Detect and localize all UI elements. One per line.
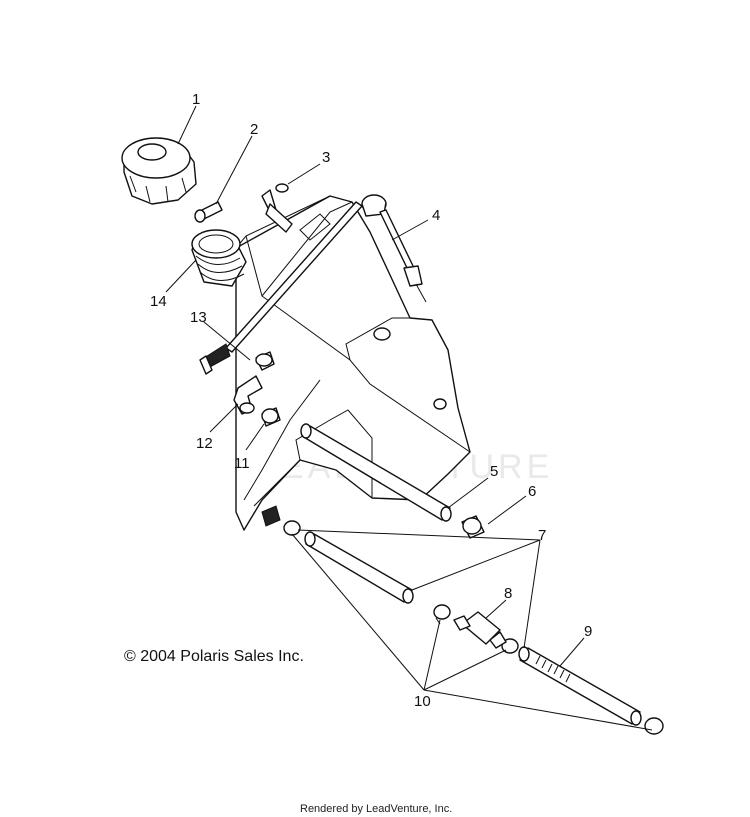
copyright-text: © 2004 Polaris Sales Inc. bbox=[124, 648, 304, 665]
callout-11: 11 bbox=[234, 455, 250, 472]
callout-3: 3 bbox=[322, 149, 330, 166]
fuel-cap bbox=[121, 137, 197, 205]
pin bbox=[194, 201, 223, 223]
callout-14: 14 bbox=[150, 293, 167, 310]
leader-lines bbox=[165, 105, 653, 731]
callout-labels: 1 2 3 4 5 6 7 8 9 10 11 12 13 14 bbox=[150, 91, 592, 710]
hose-7 bbox=[304, 531, 414, 604]
rendered-by-text: Rendered by LeadVenture, Inc. bbox=[300, 803, 452, 815]
callout-7: 7 bbox=[538, 527, 546, 544]
vent-rod bbox=[199, 201, 363, 375]
elbow-fitting bbox=[233, 375, 263, 415]
hose-9 bbox=[518, 646, 642, 726]
hose-clamp-6 bbox=[461, 515, 485, 539]
callout-10: 10 bbox=[414, 693, 431, 710]
fuel-sender bbox=[361, 194, 427, 303]
callout-9: 9 bbox=[584, 623, 592, 640]
callout-6: 6 bbox=[528, 483, 536, 500]
hose-clamp-11 bbox=[261, 407, 281, 427]
fitting-nut bbox=[255, 351, 275, 371]
callout-13: 13 bbox=[190, 309, 207, 326]
tank-outlet bbox=[261, 505, 301, 536]
callout-5: 5 bbox=[490, 463, 498, 480]
fuel-filter bbox=[453, 611, 507, 649]
bracket-clip bbox=[261, 183, 293, 233]
callout-4: 4 bbox=[432, 207, 440, 224]
tank-filler-neck bbox=[191, 229, 247, 287]
callout-2: 2 bbox=[250, 121, 258, 138]
callout-12: 12 bbox=[196, 435, 213, 452]
callout-8: 8 bbox=[504, 585, 512, 602]
callout-1: 1 bbox=[192, 91, 200, 108]
hose-5 bbox=[300, 423, 452, 522]
